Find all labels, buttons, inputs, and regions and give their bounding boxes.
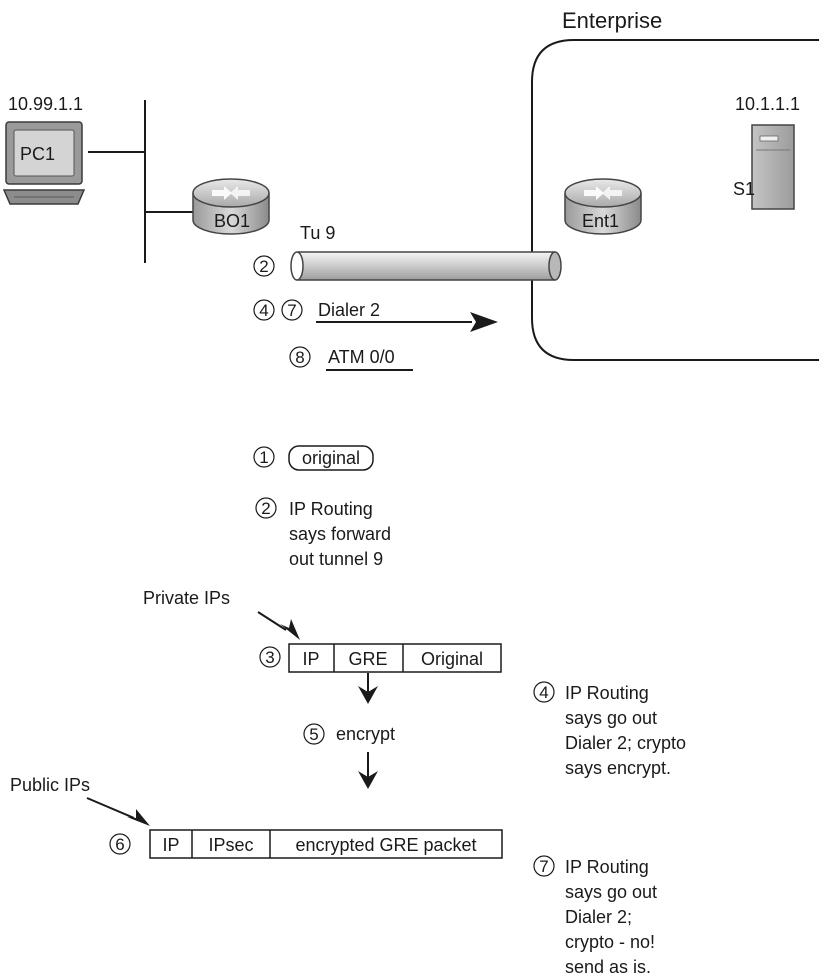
server-name-label: S1 — [733, 179, 755, 199]
pc-ip-label: 10.99.1.1 — [8, 94, 83, 114]
ipsec-packet-cell-ip: IP — [162, 835, 179, 855]
step-3-badge: 3 — [259, 646, 281, 668]
step-5-badge: 5 — [303, 723, 325, 745]
enterprise-label: Enterprise — [562, 8, 662, 33]
svg-text:7: 7 — [287, 301, 296, 320]
svg-text:3: 3 — [265, 648, 274, 667]
atm-label: ATM 0/0 — [328, 347, 395, 367]
gre-packet — [288, 643, 502, 673]
gre-packet-cell-original: Original — [421, 649, 483, 669]
svg-text:8: 8 — [295, 348, 304, 367]
pc-icon — [2, 121, 86, 205]
atm-step-badge: 8 — [289, 346, 311, 368]
pc-name-label: PC1 — [20, 144, 55, 164]
enterprise-router-label: Ent1 — [582, 211, 619, 231]
server-icon — [751, 124, 795, 210]
enterprise-boundary — [531, 39, 819, 361]
tunnel-tube — [290, 251, 562, 281]
gre-packet-cell-gre: GRE — [348, 649, 387, 669]
svg-text:4: 4 — [259, 301, 268, 320]
ipsec-packet — [149, 829, 503, 859]
original-packet-label: original — [302, 448, 360, 468]
down-arrow-1 — [358, 673, 378, 704]
dialer-arrow — [316, 312, 498, 332]
step-2-text: IP Routing says forward out tunnel 9 — [289, 499, 396, 569]
step-7-badge: 7 — [533, 855, 555, 877]
down-arrow-2 — [358, 752, 378, 789]
svg-text:1: 1 — [259, 448, 268, 467]
tunnel-label: Tu 9 — [300, 223, 335, 243]
ipsec-packet-cell-payload: encrypted GRE packet — [295, 835, 476, 855]
step-2-badge: 2 — [255, 497, 277, 519]
private-ips-label: Private IPs — [143, 588, 230, 608]
enterprise-router-icon — [564, 178, 642, 235]
svg-text:2: 2 — [259, 257, 268, 276]
branch-router-label: BO1 — [214, 211, 250, 231]
dialer-label: Dialer 2 — [318, 300, 380, 320]
step-4-text: IP Routing says go out Dialer 2; crypto … — [565, 683, 691, 778]
step-6-badge: 6 — [109, 833, 131, 855]
ipsec-packet-cell-ipsec: IPsec — [208, 835, 253, 855]
encrypt-label: encrypt — [336, 724, 395, 744]
private-ips-arrow — [257, 611, 300, 640]
original-packet-capsule — [288, 445, 374, 471]
server-ip-label: 10.1.1.1 — [735, 94, 800, 114]
svg-text:4: 4 — [539, 683, 548, 702]
svg-text:7: 7 — [539, 857, 548, 876]
tunnel-step-badge: 2 — [253, 255, 275, 277]
branch-router-icon — [192, 178, 270, 235]
public-ips-arrow — [86, 797, 150, 826]
step-1-badge: 1 — [253, 446, 275, 468]
step-4-badge: 4 — [533, 681, 555, 703]
svg-text:2: 2 — [261, 499, 270, 518]
svg-text:5: 5 — [309, 725, 318, 744]
dialer-step-badge-4: 4 — [253, 299, 275, 321]
public-ips-label: Public IPs — [10, 775, 90, 795]
gre-packet-cell-ip: IP — [302, 649, 319, 669]
svg-text:6: 6 — [115, 835, 124, 854]
step-7-text: IP Routing says go out Dialer 2; crypto … — [565, 857, 662, 977]
dialer-step-badge-7: 7 — [281, 299, 303, 321]
